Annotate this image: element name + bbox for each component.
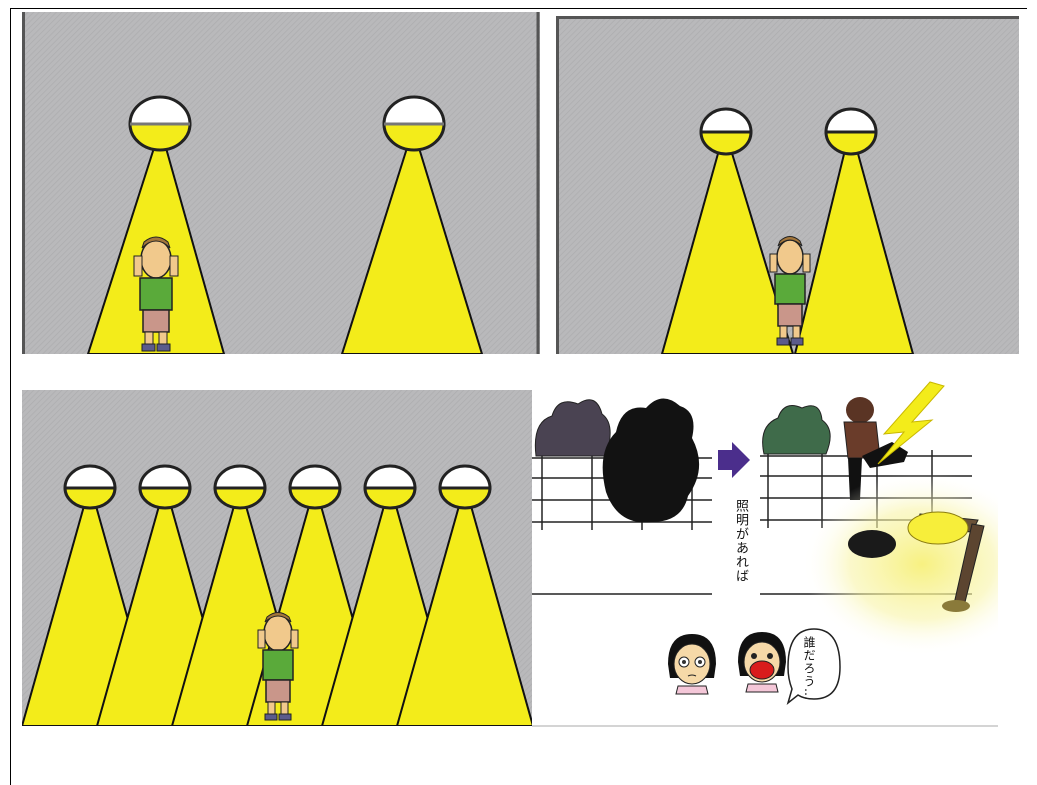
panel-manga-illustration xyxy=(532,372,998,728)
street-lamp-icon xyxy=(215,466,265,508)
manga-caption: 照明があれば xyxy=(731,499,750,583)
ground-shadow xyxy=(848,530,896,558)
street-lamp-icon xyxy=(290,466,340,508)
panel-six-lights xyxy=(22,390,532,726)
street-lamp-icon xyxy=(440,466,490,508)
speech-text: 誰だろう… xyxy=(801,636,818,701)
street-lamp-icon xyxy=(365,466,415,508)
street-lamp-icon xyxy=(384,97,444,150)
street-lamp-icon xyxy=(130,97,190,150)
street-lamp-icon xyxy=(65,466,115,508)
street-lamp-icon xyxy=(826,109,876,154)
street-lamp-icon xyxy=(701,109,751,154)
panel-two-lights-far xyxy=(22,12,540,354)
panel-two-lights-near xyxy=(556,16,1019,354)
street-lamp-icon xyxy=(140,466,190,508)
